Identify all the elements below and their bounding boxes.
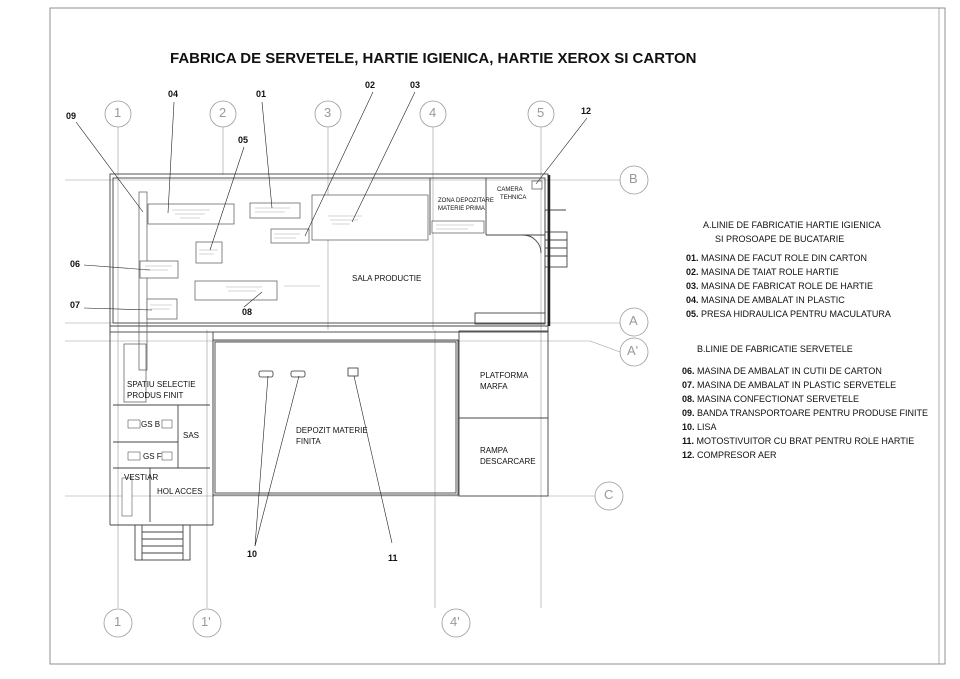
legend-item-number: 08. bbox=[682, 394, 695, 404]
legend-item-text: BANDA TRANSPORTOARE PENTRU PRODUSE FINIT… bbox=[694, 408, 929, 418]
axis-label-bottom-4-prime: 4' bbox=[450, 614, 460, 629]
legend-item-text: MASINA DE AMBALAT IN PLASTIC SERVETELE bbox=[694, 380, 897, 390]
machine-12 bbox=[531, 180, 543, 190]
legend-a-heading: A.LINIE DE FABRICATIE HARTIE IGIENICA SI… bbox=[703, 220, 881, 244]
legend-item: 12. COMPRESOR AER bbox=[682, 448, 928, 462]
machine-01 bbox=[249, 202, 301, 219]
legend-item-number: 01. bbox=[686, 253, 699, 263]
legend-item-number: 04. bbox=[686, 295, 699, 305]
legend-item-text: MASINA DE AMBALAT IN PLASTIC bbox=[698, 295, 845, 305]
callout-09: 09 bbox=[66, 111, 77, 121]
legend-item: 01. MASINA DE FACUT ROLE DIN CARTON bbox=[686, 251, 891, 265]
legend-item: 09. BANDA TRANSPORTOARE PENTRU PRODUSE F… bbox=[682, 406, 928, 420]
legend-item: 05. PRESA HIDRAULICA PENTRU MACULATURA bbox=[686, 307, 891, 321]
legend-item-text: PRESA HIDRAULICA PENTRU MACULATURA bbox=[698, 309, 891, 319]
axis-label-C: C bbox=[604, 487, 614, 502]
legend-item-number: 03. bbox=[686, 281, 699, 291]
room-sas: SAS bbox=[183, 431, 200, 440]
wc-fixtures bbox=[121, 419, 173, 517]
legend-item-text: MASINA DE FACUT ROLE DIN CARTON bbox=[698, 253, 868, 263]
legend-item-text: LISA bbox=[694, 422, 717, 432]
legend-item: 07. MASINA DE AMBALAT IN PLASTIC SERVETE… bbox=[682, 378, 928, 392]
room-vestiar: VESTIAR bbox=[124, 473, 159, 482]
room-sala-productie: SALA PRODUCTIE bbox=[352, 274, 422, 283]
axis-label-5: 5 bbox=[537, 105, 545, 120]
machine-08 bbox=[194, 280, 278, 301]
axis-label-A: A bbox=[629, 313, 638, 328]
legend-item-number: 12. bbox=[682, 450, 695, 460]
legend-item-number: 11. bbox=[682, 436, 695, 446]
callout-06: 06 bbox=[70, 259, 81, 269]
legend-item-number: 02. bbox=[686, 267, 699, 277]
machine-02 bbox=[270, 228, 310, 244]
axis-label-bottom-1: 1 bbox=[114, 614, 122, 629]
callout-08: 08 bbox=[242, 307, 253, 317]
axis-label-4: 4 bbox=[429, 105, 437, 120]
legend-item: 08. MASINA CONFECTIONAT SERVETELE bbox=[682, 392, 928, 406]
legend-item-text: MOTOSTIVUITOR CU BRAT PENTRU ROLE HARTIE bbox=[694, 436, 915, 446]
legend-item-number: 05. bbox=[686, 309, 699, 319]
axis-label-B: B bbox=[629, 171, 638, 186]
storage-rack bbox=[431, 220, 485, 234]
callout-04: 04 bbox=[168, 89, 179, 99]
drawing-title: FABRICA DE SERVETELE, HARTIE IGIENICA, H… bbox=[170, 50, 697, 67]
legend-item-number: 07. bbox=[682, 380, 695, 390]
room-gs-b: GS B bbox=[141, 420, 161, 429]
room-hol-acces: HOL ACCES bbox=[157, 487, 203, 496]
callout-11: 11 bbox=[388, 553, 398, 563]
callout-02: 02 bbox=[365, 80, 376, 90]
legend-item: 10. LISA bbox=[682, 420, 928, 434]
machine-05 bbox=[195, 241, 223, 264]
machines bbox=[139, 180, 543, 320]
axis-label-2: 2 bbox=[219, 105, 227, 120]
callout-01: 01 bbox=[256, 89, 267, 99]
callout-10: 10 bbox=[247, 549, 258, 559]
legend-item: 11. MOTOSTIVUITOR CU BRAT PENTRU ROLE HA… bbox=[682, 434, 928, 448]
legend-item-number: 09. bbox=[682, 408, 695, 418]
axis-label-bottom-1-prime: 1' bbox=[201, 614, 211, 629]
legend-item-text: COMPRESOR AER bbox=[694, 450, 777, 460]
legend-item-text: MASINA DE TAIAT ROLE HARTIE bbox=[698, 267, 839, 277]
legend-item: 04. MASINA DE AMBALAT IN PLASTIC bbox=[686, 293, 891, 307]
callout-05: 05 bbox=[238, 135, 249, 145]
sheet-border bbox=[49, 7, 946, 665]
callout-07: 07 bbox=[70, 300, 81, 310]
equipment-symbols bbox=[258, 367, 359, 378]
legend-item: 06. MASINA DE AMBALAT IN CUTII DE CARTON bbox=[682, 364, 928, 378]
callout-leaders bbox=[75, 91, 588, 547]
callout-03: 03 bbox=[410, 80, 421, 90]
legend-b-list: 06. MASINA DE AMBALAT IN CUTII DE CARTON… bbox=[682, 364, 928, 462]
legend-b-heading: B.LINIE DE FABRICATIE SERVETELE bbox=[697, 344, 853, 354]
legend-item: 03. MASINA DE FABRICAT ROLE DE HARTIE bbox=[686, 279, 891, 293]
axis-bubbles bbox=[103, 100, 649, 638]
axis-label-A-prime: A' bbox=[627, 343, 639, 358]
machine-03 bbox=[311, 194, 429, 241]
legend-item-text: MASINA CONFECTIONAT SERVETELE bbox=[694, 394, 860, 404]
axis-label-1: 1 bbox=[114, 105, 122, 120]
legend-item-text: MASINA DE FABRICAT ROLE DE HARTIE bbox=[698, 281, 874, 291]
legend-item: 02. MASINA DE TAIAT ROLE HARTIE bbox=[686, 265, 891, 279]
legend-item-number: 06. bbox=[682, 366, 695, 376]
callout-12: 12 bbox=[581, 106, 592, 116]
room-gs-f: GS F bbox=[143, 452, 162, 461]
axis-label-3: 3 bbox=[324, 105, 332, 120]
legend-item-number: 10. bbox=[682, 422, 695, 432]
conveyor-09 bbox=[123, 191, 148, 403]
legend-item-text: MASINA DE AMBALAT IN CUTII DE CARTON bbox=[694, 366, 882, 376]
